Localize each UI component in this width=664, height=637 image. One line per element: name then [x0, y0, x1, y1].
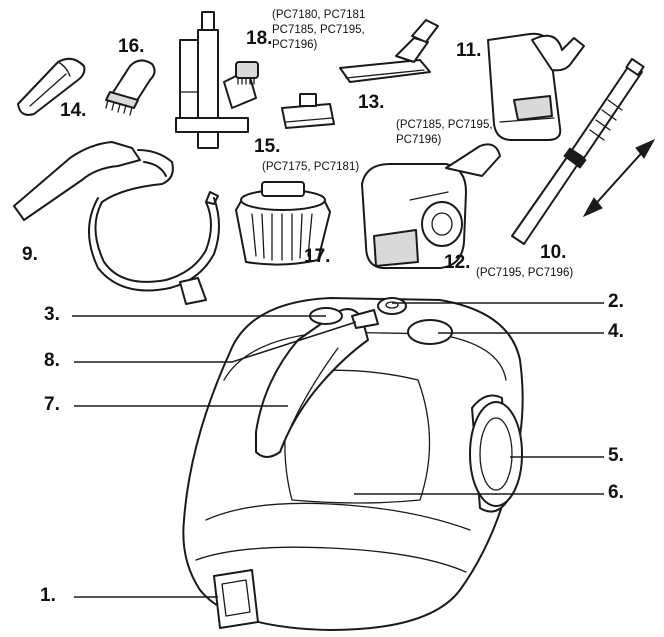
- label-4: 4.: [608, 321, 624, 342]
- label-17: 17.: [304, 246, 331, 267]
- hose-inlet-part-1: [213, 569, 259, 629]
- upholstery-nozzle-part-15: [281, 93, 335, 129]
- label-12: 12.: [444, 252, 471, 273]
- label-10: 10.: [540, 242, 567, 263]
- note-15-models: (PC7175, PC7181): [262, 161, 360, 173]
- leader-lines: [72, 302, 604, 598]
- vacuum-body: [182, 297, 524, 631]
- label-11: 11.: [456, 40, 482, 61]
- crevice-nozzle-part-14: [17, 57, 86, 116]
- label-9: 9.: [22, 244, 38, 265]
- dusting-brush-part-16: [105, 59, 156, 116]
- label-15: 15.: [254, 136, 281, 157]
- label-18: 18.: [246, 28, 273, 49]
- label-7: 7.: [44, 394, 60, 415]
- note-18-models: (PC7180, PC7181 PC7185, PC7195, PC7196): [272, 9, 366, 51]
- floor-nozzle-part-13: [339, 19, 439, 83]
- label-16: 16.: [118, 36, 145, 57]
- label-6: 6.: [608, 482, 624, 503]
- carry-handle: [255, 308, 369, 458]
- label-14: 14.: [60, 100, 87, 121]
- label-1: 1.: [40, 585, 56, 606]
- extend-arrow-icon: [582, 138, 656, 218]
- hose-part-9: [13, 141, 220, 305]
- note-10-models: (PC7195, PC7196): [476, 267, 574, 279]
- label-8: 8.: [44, 350, 60, 371]
- accessory-holder-tube-part-18: [175, 11, 259, 149]
- power-nozzle-part-12: [361, 143, 501, 269]
- label-3: 3.: [44, 304, 60, 325]
- label-13: 13.: [358, 92, 385, 113]
- note-13-models: (PC7185, PC7195, PC7196): [396, 119, 493, 146]
- filter-part-17: [235, 181, 331, 266]
- label-2: 2.: [608, 291, 624, 312]
- top-controls: [309, 297, 453, 345]
- telescopic-tube-part-10: [511, 57, 645, 245]
- turbo-brush-part-11: [487, 32, 585, 141]
- label-5: 5.: [608, 445, 624, 466]
